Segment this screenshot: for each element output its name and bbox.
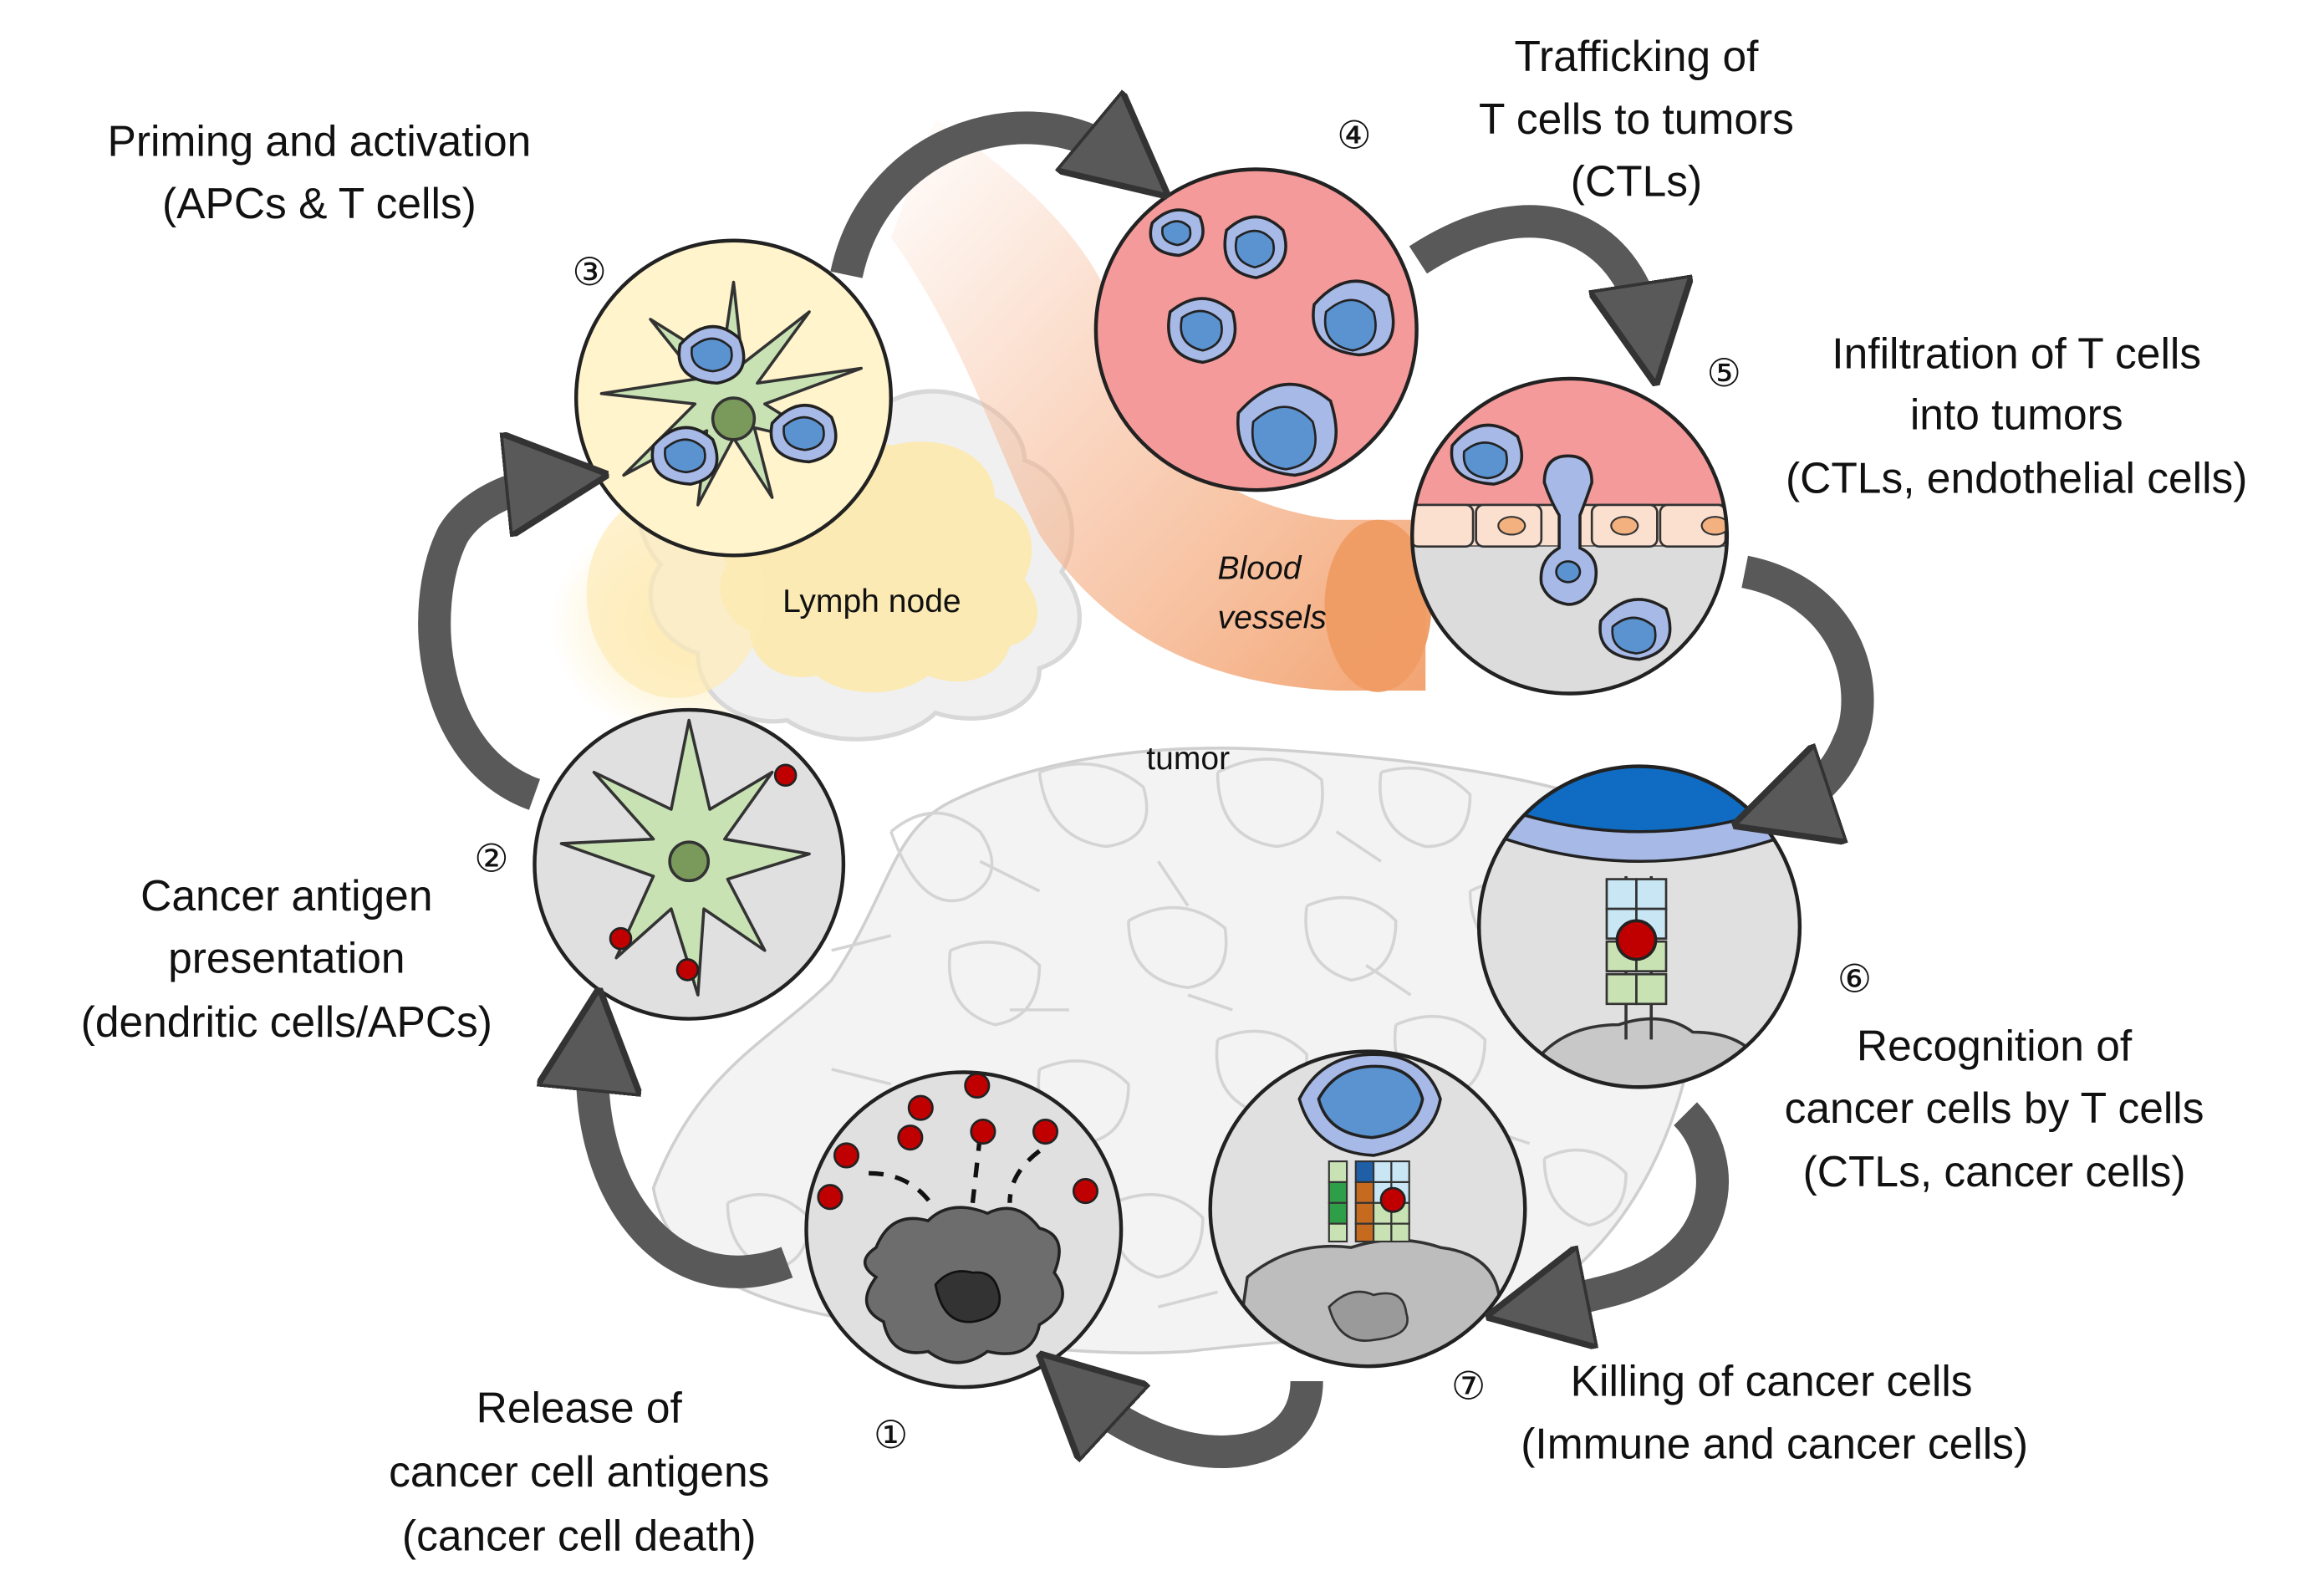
step-6-label-line: Recognition of [1857,1021,2133,1069]
step-3-number: ③ [572,250,606,293]
step-2-number: ② [474,837,508,880]
step-1-label-line: cancer cell antigens [389,1447,769,1496]
priming-circle [573,238,894,558]
step-7-number: ⑦ [1451,1364,1486,1407]
step-4-label-line: (CTLs) [1571,156,1702,205]
step-7-label-line: (Immune and cancer cells) [1521,1419,2028,1467]
step-3-label-line: Priming and activation [108,117,532,166]
step-5-label-line: into tumors [1910,390,2123,438]
step-7-label: Killing of cancer cells (Immune and canc… [1521,1357,2028,1468]
antigen-presentation-circle [533,707,846,1021]
tumor-label: tumor [1146,741,1230,777]
lymph-node-label: Lymph node [782,584,961,620]
step-6-label-line: cancer cells by T cells [1785,1084,2204,1132]
step-5-label-line: Infiltration of T cells [1832,329,2201,378]
step-5-number: ⑤ [1707,351,1741,395]
release-circle [804,1070,1124,1390]
step-6-label-line: (CTLs, cancer cells) [1803,1147,2186,1196]
step-4-label-line: T cells to tumors [1479,94,1794,143]
blood-vessels-label-line1: Blood [1218,551,1302,587]
step-4-number: ④ [1337,114,1371,157]
step-5-label: Infiltration of T cells into tumors (CTL… [1786,329,2247,502]
killing-circle [1208,1049,1527,1369]
t-cell [650,426,719,486]
step-4-label: Trafficking of T cells to tumors (CTLs) [1479,32,1794,205]
step-7-label-line: Killing of cancer cells [1571,1357,1973,1405]
step-4-label-line: Trafficking of [1515,32,1760,80]
t-cell [677,325,746,385]
step-1-number: ① [874,1413,908,1456]
step-2-label-line: presentation [168,933,405,982]
step-1-label: Release of cancer cell antigens (cancer … [389,1384,769,1560]
infiltration-circle [1410,376,1730,696]
antigen [1615,919,1658,961]
step-2-label: Cancer antigen presentation (dendritic c… [81,871,492,1046]
step-3-label: Priming and activation (APCs & T cells) [108,117,532,228]
trafficking-circle [1093,167,1419,492]
antigen [1379,1186,1406,1213]
t-cell [769,404,838,464]
step-1-label-line: Release of [477,1384,683,1432]
step-2-label-line: Cancer antigen [140,871,432,920]
cycle-arrows [418,128,1874,1468]
step-3-label-line: (APCs & T cells) [162,179,477,227]
step-2-label-line: (dendritic cells/APCs) [81,997,492,1046]
step-1-label-line: (cancer cell death) [402,1511,757,1559]
blood-vessel [890,119,1432,692]
step-6-number: ⑥ [1837,957,1872,1001]
step-5-label-line: (CTLs, endothelial cells) [1786,454,2247,502]
blood-vessels-label-line2: vessels [1218,599,1327,635]
step-6-label: Recognition of cancer cells by T cells (… [1785,1021,2204,1196]
